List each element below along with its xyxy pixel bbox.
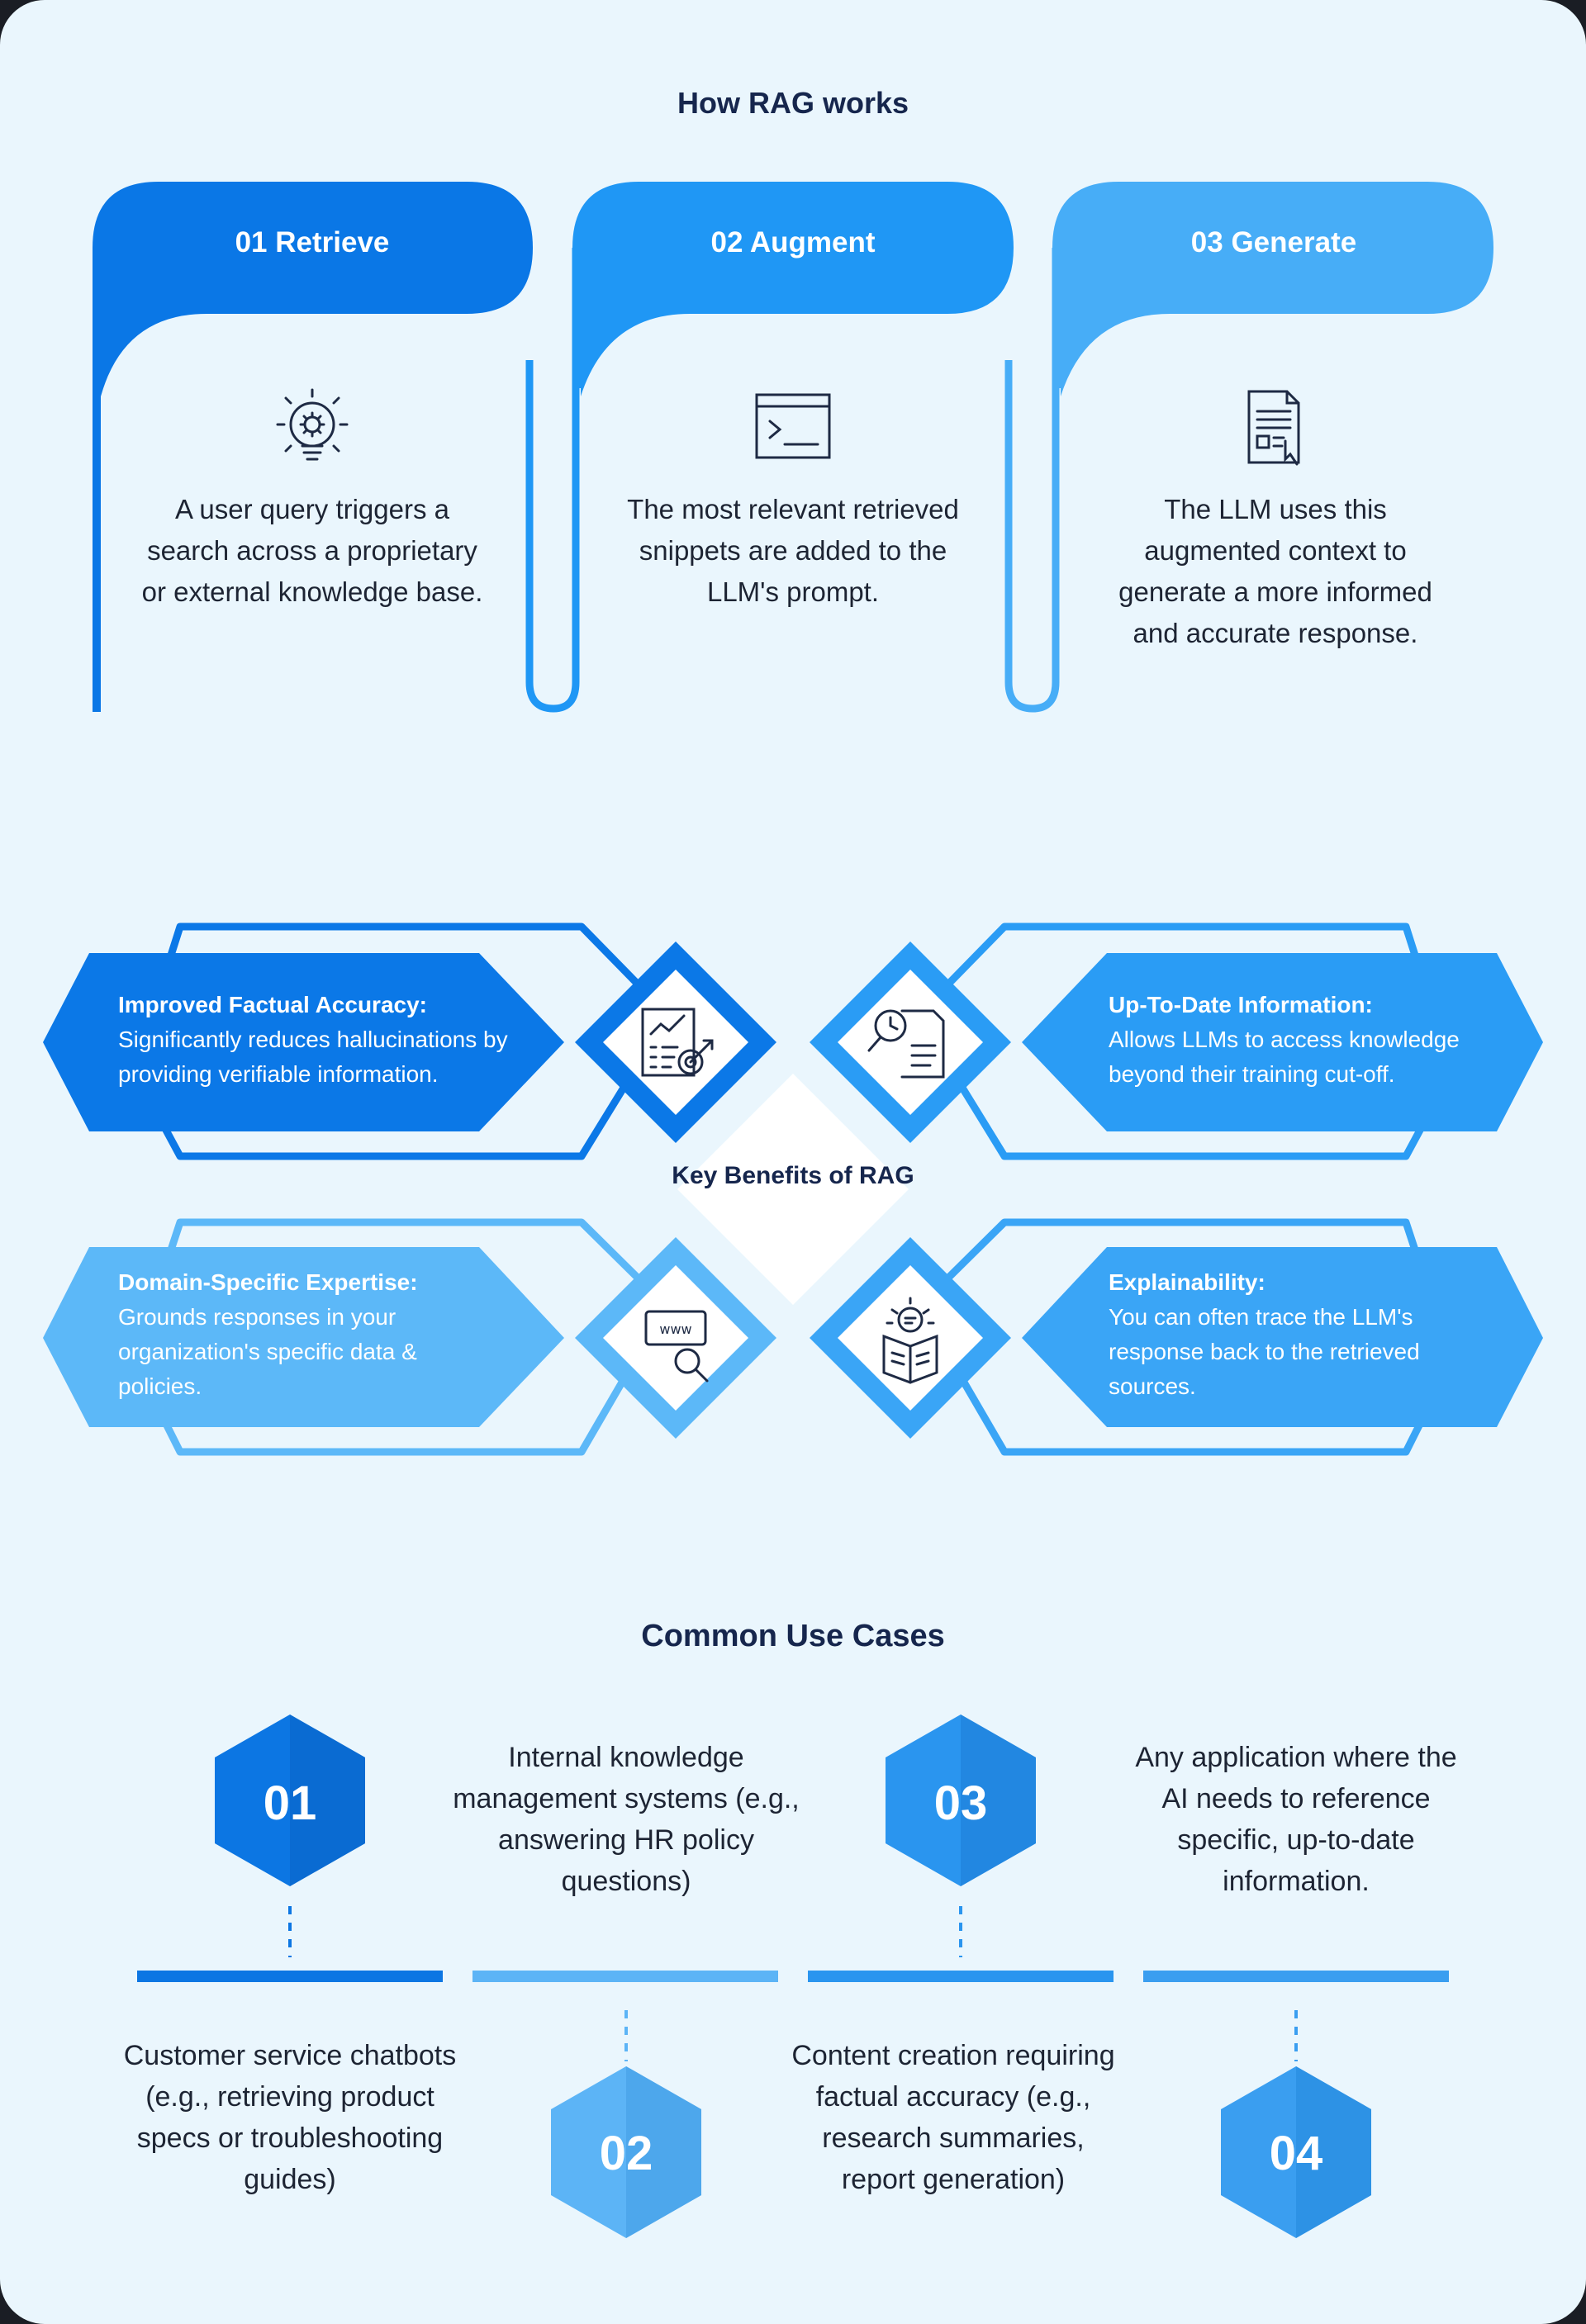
use-case-text-02: Internal knowledge management systems (e… [453,1742,800,1897]
use-case-hex-01 [215,1715,365,1886]
step-text-retrieve: A user query triggers a search across a … [141,494,483,607]
step-shape-retrieve [93,182,533,712]
use-case-text-03: Content creation requiring factual accur… [791,2040,1115,2195]
use-case-num-04: 04 [1269,2127,1323,2180]
benefit-domain-text: Grounds responses in your organization's… [118,1304,417,1399]
benefit-hex-domain [43,1247,564,1427]
step-shape-augment [572,182,1014,396]
benefit-explain-title: Explainability: [1109,1269,1265,1295]
use-case-hex-02 [551,2066,701,2238]
use-case-bar-4 [1143,1971,1449,1982]
how-rag-works-title: How RAG works [677,86,909,120]
key-benefits-diamond [677,1074,909,1305]
benefit-uptodate-text: Allows LLMs to access knowledge beyond t… [1109,1027,1460,1087]
use-case-hex-03 [886,1715,1036,1886]
step-label-augment: 02 Augment [710,226,876,258]
chart-target-icon [641,1008,714,1077]
benefit-accuracy: Improved Factual Accuracy: Significantly… [118,988,531,1092]
step-label-retrieve: 01 Retrieve [235,226,390,258]
use-cases-graphic [137,1715,1449,2238]
benefit-icon-diamond-4 [810,1237,1011,1439]
use-case-text-01: Customer service chatbots (e.g., retriev… [123,2040,457,2195]
use-case-num-03: 03 [933,1776,988,1830]
use-case-text-04: Any application where the AI needs to re… [1135,1742,1457,1897]
lightbulb-gear-icon [276,388,349,461]
search-document-icon [867,1009,945,1079]
step-label-generate: 03 Generate [1190,226,1357,258]
step-text-generate: The LLM uses this augmented context to g… [1118,494,1432,648]
use-case-bar-3 [808,1971,1114,1982]
benefit-explain: Explainability: You can often trace the … [1109,1265,1480,1404]
benefit-icon-diamond-3 [575,1237,776,1439]
step-shape-generate [1052,182,1493,396]
benefit-accuracy-text: Significantly reduces hallucinations by … [118,1027,508,1087]
idea-book-icon [882,1297,938,1384]
use-case-num-01: 01 [263,1776,317,1830]
use-cases-title: Common Use Cases [641,1619,945,1653]
use-case-bar-2 [472,1971,778,1982]
benefit-hex-accuracy [43,953,564,1131]
svg-text:www: www [659,1321,691,1337]
steps-graphic [93,182,1493,713]
benefit-icon-diamond-2 [810,941,1011,1143]
terminal-window-icon [755,393,831,459]
benefit-explain-text: You can often trace the LLM's response b… [1109,1304,1420,1399]
use-case-num-02: 02 [599,2127,653,2180]
benefit-domain: Domain-Specific Expertise: Grounds respo… [118,1265,482,1404]
benefit-uptodate: Up-To-Date Information: Allows LLMs to a… [1109,988,1522,1092]
key-benefits-label: Key Benefits of RAG [672,1162,914,1189]
step-connector-2 [1004,248,1060,713]
benefits-graphic: www [43,922,1543,1456]
benefit-hex-explain [1022,1247,1543,1427]
benefit-icon-diamond-1 [575,941,776,1143]
use-case-bar-1 [137,1971,443,1982]
step-text-augment: The most relevant retrieved snippets are… [627,494,959,607]
benefit-domain-title: Domain-Specific Expertise: [118,1269,418,1295]
web-search-icon: www [644,1310,709,1383]
benefit-uptodate-title: Up-To-Date Information: [1109,992,1373,1017]
document-cursor-icon [1247,390,1300,466]
benefit-hex-uptodate [1022,953,1543,1131]
use-case-hex-04 [1221,2066,1371,2238]
step-connector-1 [525,248,580,713]
benefit-accuracy-title: Improved Factual Accuracy: [118,992,427,1017]
